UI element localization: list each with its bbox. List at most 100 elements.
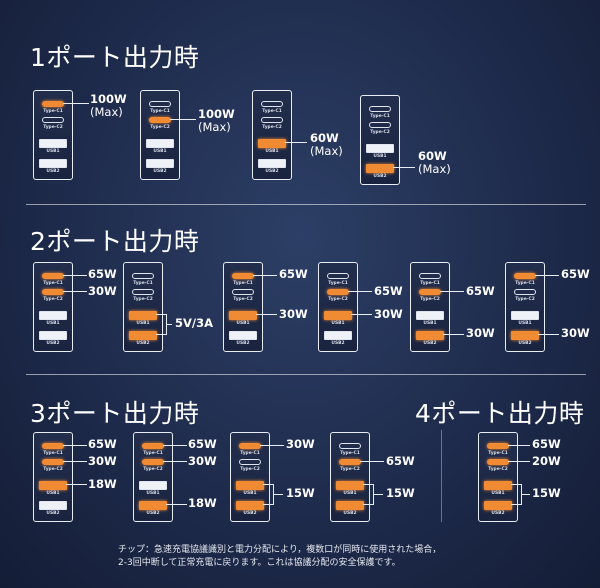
port-type-c2 — [419, 289, 441, 295]
watt-label: 30W — [88, 454, 117, 468]
port-type-c1 — [42, 273, 64, 279]
leader-line — [170, 119, 196, 120]
leader-line — [66, 484, 87, 485]
leader-line — [393, 167, 415, 168]
leader-line — [156, 334, 166, 335]
charger-1p-b: Type-C1 Type-C2 USB1 USB2 — [140, 90, 180, 180]
label-type-c1: Type-C1 — [240, 451, 260, 456]
port-usb1 — [236, 481, 264, 490]
label-usb2: USB2 — [46, 341, 60, 346]
leader-line — [351, 314, 372, 315]
port-usb1 — [484, 481, 512, 490]
port-type-c1 — [419, 273, 441, 279]
watt-label: 18W — [188, 496, 217, 510]
watt-label: 18W — [88, 477, 117, 491]
leader-line — [363, 504, 373, 505]
leader-line — [538, 334, 559, 335]
label-usb1: USB1 — [423, 321, 437, 326]
label-usb1: USB1 — [236, 321, 250, 326]
leader-line — [63, 445, 87, 446]
label-type-c1: Type-C1 — [143, 451, 163, 456]
label-usb2: USB2 — [491, 511, 505, 516]
watt-label: 65W — [386, 454, 415, 468]
label-type-c2: Type-C2 — [262, 125, 282, 130]
section-title-1port: 1ポート出力時 — [30, 43, 200, 72]
port-usb2 — [39, 501, 67, 510]
label-usb2: USB2 — [343, 511, 357, 516]
label-usb1: USB1 — [146, 491, 160, 496]
label-usb2: USB2 — [373, 174, 387, 179]
port-usb2 — [484, 501, 512, 510]
charger-3p-d: Type-C1 Type-C2 USB1 USB2 — [330, 432, 370, 522]
max-label: (Max) — [198, 120, 231, 134]
label-usb1: USB1 — [331, 321, 345, 326]
port-usb2 — [366, 164, 394, 173]
label-usb2: USB2 — [518, 341, 532, 346]
label-type-c1: Type-C1 — [262, 109, 282, 114]
charger-2p-d: Type-C1 Type-C2 USB1 USB2 — [318, 262, 358, 352]
leader-line — [256, 314, 277, 315]
label-type-c2: Type-C2 — [150, 125, 170, 130]
max-label: (Max) — [310, 144, 343, 158]
watt-label: 60W(Max) — [310, 131, 343, 158]
label-usb1: USB1 — [343, 491, 357, 496]
label-usb2: USB2 — [331, 341, 345, 346]
label-type-c1: Type-C1 — [370, 114, 390, 119]
watt-label: 65W — [466, 284, 495, 298]
leader-line — [253, 275, 277, 276]
port-type-c1 — [142, 443, 164, 449]
port-type-c2 — [239, 459, 261, 465]
charger-1p-c: Type-C1 Type-C2 USB1 USB2 — [252, 90, 292, 180]
label-usb1: USB1 — [491, 491, 505, 496]
port-usb1 — [39, 139, 67, 148]
leader-line — [443, 334, 464, 335]
charger-2p-c: Type-C1 Type-C2 USB1 USB2 — [223, 262, 263, 352]
leader-line — [166, 504, 187, 505]
port-usb2 — [511, 331, 539, 340]
label-type-c1: Type-C1 — [488, 451, 508, 456]
port-usb2 — [146, 159, 174, 168]
label-type-c2: Type-C2 — [515, 297, 535, 302]
port-usb2 — [324, 331, 352, 340]
max-label: (Max) — [418, 162, 451, 176]
leader-line — [511, 484, 521, 485]
leader-line — [285, 142, 307, 143]
watt-label: 30W — [188, 454, 217, 468]
leader-line — [166, 324, 172, 325]
port-usb1 — [229, 311, 257, 320]
watt-label: 15W — [386, 486, 415, 500]
port-usb1 — [324, 311, 352, 320]
label-usb2: USB2 — [46, 169, 60, 174]
label-type-c2: Type-C2 — [328, 297, 348, 302]
port-usb1 — [416, 311, 444, 320]
port-type-c2 — [327, 289, 349, 295]
label-type-c2: Type-C2 — [143, 467, 163, 472]
leader-line — [263, 484, 273, 485]
label-usb2: USB2 — [265, 169, 279, 174]
watt-label: 15W — [286, 486, 315, 500]
watt-label: 100W(Max) — [90, 92, 127, 119]
label-type-c1: Type-C1 — [150, 109, 170, 114]
charger-3p-c: Type-C1 Type-C2 USB1 USB2 — [230, 432, 270, 522]
label-type-c2: Type-C2 — [233, 297, 253, 302]
charger-3p-a: Type-C1 Type-C2 USB1 USB2 — [33, 432, 73, 522]
watt-label: 100W(Max) — [198, 107, 235, 134]
label-usb2: USB2 — [46, 511, 60, 516]
watt-label: 65W — [532, 437, 561, 451]
leader-line — [348, 291, 372, 292]
label-usb2: USB2 — [136, 341, 150, 346]
label-usb1: USB1 — [46, 149, 60, 154]
watt-label: 30W — [374, 307, 403, 321]
port-usb2 — [236, 501, 264, 510]
watt-label: 60W(Max) — [418, 149, 451, 176]
port-type-c2 — [132, 289, 154, 295]
label-usb2: USB2 — [153, 169, 167, 174]
label-usb1: USB1 — [518, 321, 532, 326]
port-type-c1 — [42, 101, 64, 107]
port-type-c2 — [369, 122, 391, 128]
label-usb1: USB1 — [46, 321, 60, 326]
port-usb2 — [416, 331, 444, 340]
port-type-c2 — [149, 117, 171, 123]
label-type-c1: Type-C1 — [43, 109, 63, 114]
watt-label: 65W — [279, 267, 308, 281]
